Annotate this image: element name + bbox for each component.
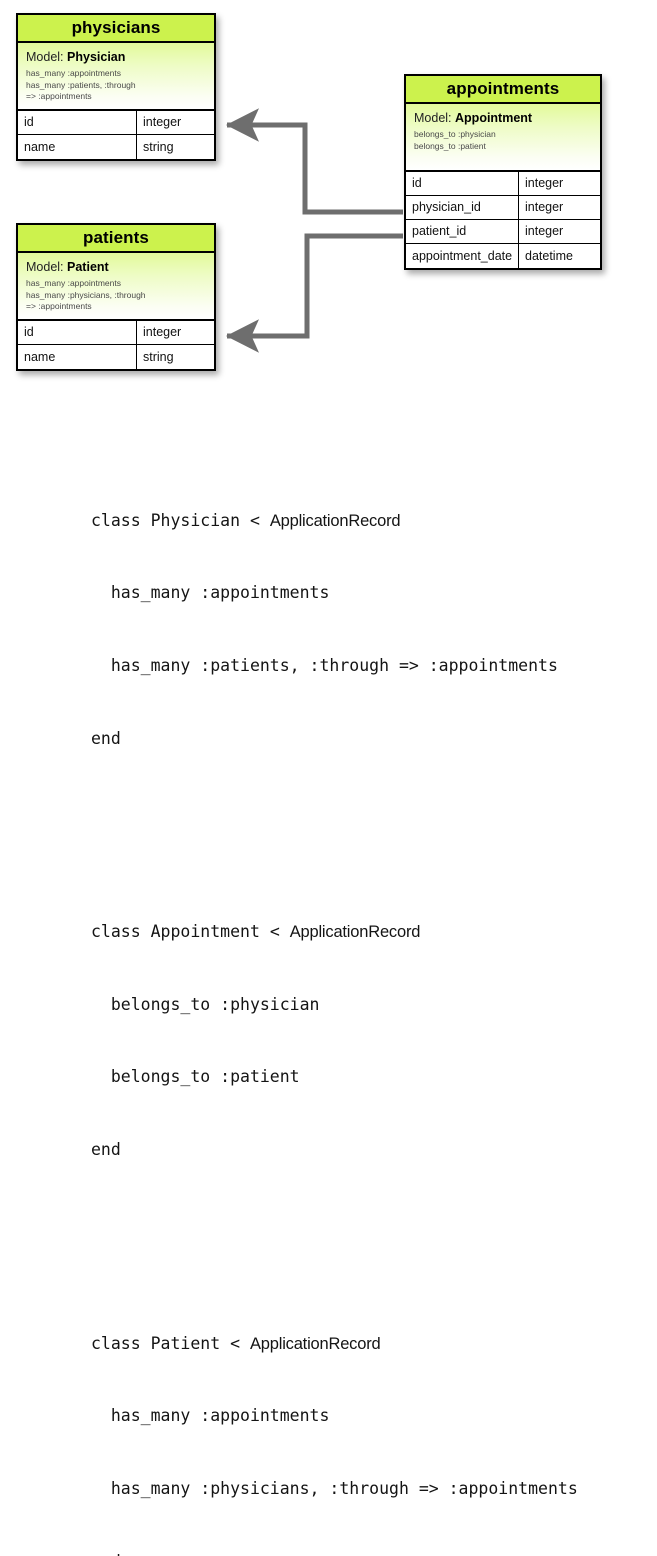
code-superclass: ApplicationRecord [249, 1334, 381, 1353]
field-type: integer [143, 115, 182, 129]
code-line-class-declaration: class Physician < ApplicationRecord [91, 509, 651, 533]
code-blank-line [91, 799, 651, 823]
field-name: appointment_date [406, 243, 519, 268]
field-type: integer [525, 224, 564, 238]
code-line: end [91, 1550, 651, 1556]
field-row: id integer [18, 110, 214, 135]
model-line: Model: Appointment [414, 111, 592, 126]
field-row: physician_id integer [406, 195, 600, 220]
entity-physicians[interactable]: physicians Model: Physician has_many :ap… [16, 13, 216, 161]
code-line: has_many :patients, :through => :appoint… [91, 656, 558, 676]
entity-title-patients: patients [18, 225, 214, 253]
model-line: Model: Physician [26, 50, 206, 65]
model-name: Appointment [455, 111, 533, 125]
field-type: integer [143, 325, 182, 339]
field-name: id [18, 320, 137, 344]
association-line: has_many :appointments [26, 278, 121, 288]
code-keyword-class: class [91, 1333, 151, 1353]
association-spacer [414, 152, 592, 164]
field-name: name [18, 344, 137, 369]
field-row: name string [18, 134, 214, 159]
code-line: has_many :physicians, :through => :appoi… [91, 1478, 578, 1498]
code-operator: < [220, 1333, 250, 1353]
code-blank-line [91, 1211, 651, 1235]
model-label: Model: [414, 111, 452, 125]
association-line: has_many :patients, :through [26, 79, 136, 90]
association-line: has_many :appointments [26, 68, 121, 78]
association-line: => :appointments [26, 301, 92, 311]
code-operator: < [259, 922, 290, 942]
field-name: name [18, 134, 137, 159]
code-line: has_many :appointments [91, 1406, 330, 1426]
field-type: integer [525, 200, 564, 214]
connector-appointments-patients [226, 233, 403, 353]
entity-model-physicians: Model: Physician has_many :appointments … [18, 43, 214, 111]
field-name: physician_id [406, 195, 519, 219]
field-name: id [406, 171, 519, 195]
code-line: belongs_to :patient [91, 1067, 300, 1087]
code-superclass: ApplicationRecord [289, 923, 421, 942]
entity-appointments[interactable]: appointments Model: Appointment belongs_… [404, 74, 602, 270]
code-listing: class Physician < ApplicationRecord has_… [91, 412, 651, 1556]
code-line: belongs_to :physician [91, 994, 320, 1014]
entity-title-physicians: physicians [18, 15, 214, 43]
association-line: has_many :physicians, :through [26, 289, 146, 300]
code-line-class-declaration: class Appointment < ApplicationRecord [91, 920, 651, 944]
code-line-class-declaration: class Patient < ApplicationRecord [91, 1332, 651, 1356]
field-name: patient_id [406, 219, 519, 243]
field-type: datetime [525, 248, 573, 263]
code-line: end [91, 728, 121, 748]
association-line: => :appointments [26, 91, 92, 101]
code-keyword-class: class [91, 510, 151, 530]
field-row: id integer [406, 171, 600, 196]
code-keyword-class: class [91, 922, 151, 942]
code-class-name: Appointment [150, 922, 260, 942]
field-name: id [18, 110, 137, 134]
connector-appointments-physicians [226, 108, 403, 215]
association-line: belongs_to :physician [414, 129, 496, 139]
code-class-name: Physician [150, 510, 241, 530]
model-line: Model: Patient [26, 260, 206, 275]
code-operator: < [240, 510, 270, 530]
field-row: appointment_date datetime [406, 243, 600, 268]
entity-model-appointments: Model: Appointment belongs_to :physician… [406, 104, 600, 172]
code-class-name: Patient [150, 1333, 221, 1353]
entity-patients[interactable]: patients Model: Patient has_many :appoin… [16, 223, 216, 371]
field-type: string [143, 349, 174, 364]
model-label: Model: [26, 50, 64, 64]
entity-title-appointments: appointments [406, 76, 600, 104]
model-name: Physician [67, 50, 126, 64]
code-superclass: ApplicationRecord [269, 511, 401, 530]
association-line: belongs_to :patient [414, 140, 486, 151]
code-line: has_many :appointments [91, 583, 330, 603]
entity-model-patients: Model: Patient has_many :appointments ha… [18, 253, 214, 321]
field-type: string [143, 139, 174, 154]
model-label: Model: [26, 260, 64, 274]
code-line: end [91, 1140, 121, 1160]
model-name: Patient [67, 260, 109, 274]
field-row: name string [18, 344, 214, 369]
field-row: id integer [18, 320, 214, 345]
diagram-canvas: physicians Model: Physician has_many :ap… [16, 13, 602, 1556]
field-row: patient_id integer [406, 219, 600, 244]
field-type: integer [525, 176, 564, 190]
